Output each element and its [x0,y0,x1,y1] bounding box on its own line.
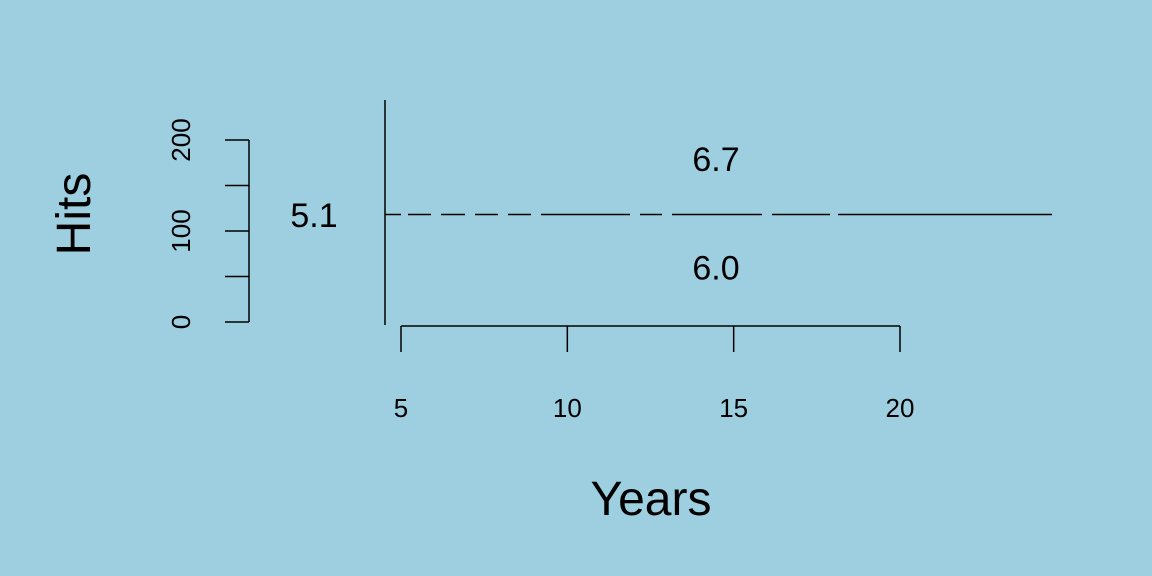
x-axis: 5 10 15 20 [394,325,915,423]
region-labels: 5.1 6.7 6.0 [290,141,739,288]
x-tick-label: 5 [394,393,408,423]
x-tick-label: 15 [719,393,748,423]
region-label: 6.7 [692,141,739,179]
x-tick-label: 20 [886,393,915,423]
x-ticks: 5 10 15 20 [394,326,915,423]
region-label: 6.0 [692,250,739,288]
x-tick-label: 10 [553,393,582,423]
y-axis: 0 100 200 [166,118,250,329]
region-label: 5.1 [290,197,337,235]
y-tick-label: 0 [166,315,196,329]
x-axis-label: Years [591,473,712,526]
y-ticks: 0 100 200 [166,118,249,329]
y-tick-label: 200 [166,118,196,161]
y-tick-label: 100 [166,209,196,252]
y-axis-label: Hits [48,173,101,256]
